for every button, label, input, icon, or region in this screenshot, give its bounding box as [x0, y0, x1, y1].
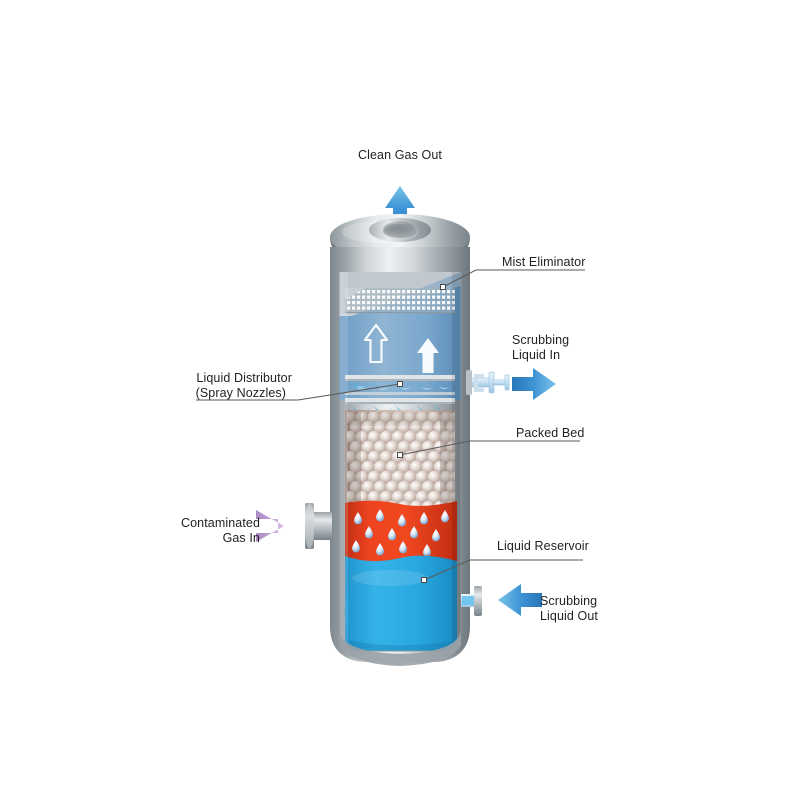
- scrubbing-liquid-out-port: [461, 586, 482, 616]
- leader-lines: [196, 269, 585, 581]
- label-scrubbing-liquid-out-line2: Liquid Out: [540, 609, 598, 623]
- label-mist-eliminator: Mist Eliminator: [502, 255, 586, 269]
- packed-bed-media: [347, 412, 455, 510]
- clean-gas-out-arrow: [385, 186, 415, 235]
- scrubbing-liquid-in-arrow: [512, 368, 556, 400]
- label-contaminated-gas-in-line2: Gas In: [222, 531, 260, 545]
- contaminated-gas-in-port: [305, 503, 332, 549]
- label-clean-gas-out: Clean Gas Out: [358, 148, 442, 162]
- hot-gas-droplets: [352, 509, 449, 557]
- label-scrubbing-liquid-in-line1: Scrubbing: [512, 333, 570, 347]
- label-packed-bed: Packed Bed: [516, 426, 585, 440]
- vessel-bottom-dish: [339, 628, 461, 666]
- label-scrubbing-liquid-in-line2: Liquid In: [512, 348, 561, 362]
- mist-eliminator-mesh: [345, 288, 455, 312]
- leader-anchor-dots: [397, 284, 446, 583]
- label-liquid-distributor-line2: (Spray Nozzles): [195, 386, 286, 400]
- hot-gas-zone: [345, 500, 457, 563]
- label-liquid-distributor-line1: Liquid Distributor: [196, 371, 292, 385]
- packed-bed: [344, 410, 456, 513]
- vessel-interior-cutaway: [339, 272, 461, 651]
- scrubbing-liquid-out-arrow: [498, 584, 542, 616]
- label-scrubbing-liquid-out-line1: Scrubbing: [540, 594, 598, 608]
- gas-rise-arrows: [363, 323, 439, 373]
- label-contaminated-gas-in-line1: Contaminated: [180, 516, 260, 530]
- scrubbing-liquid-in-port: [466, 370, 510, 395]
- liquid-reservoir: [344, 555, 457, 651]
- label-liquid-reservoir: Liquid Reservoir: [497, 539, 589, 553]
- contaminated-gas-in-arrow: [256, 510, 284, 542]
